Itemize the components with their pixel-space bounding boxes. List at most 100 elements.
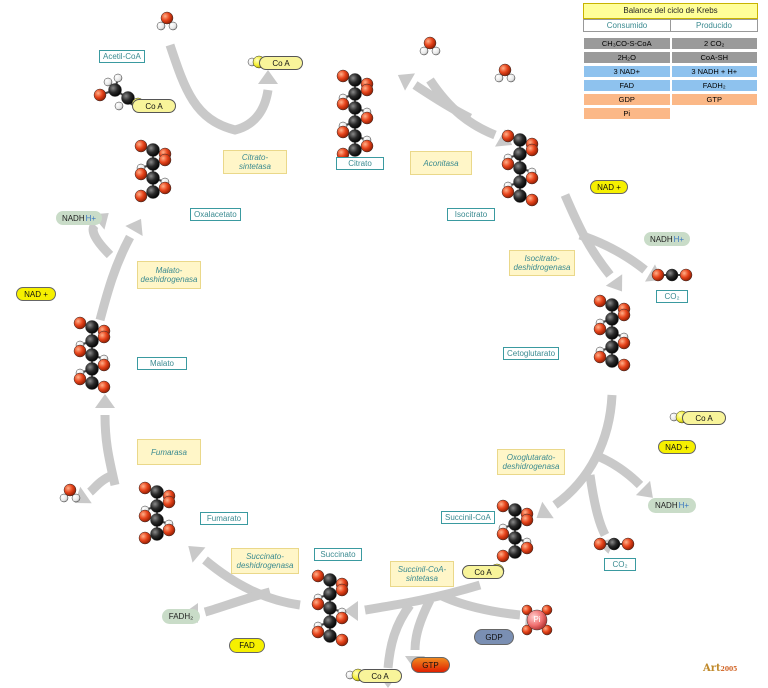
reaction-arrows	[87, 43, 648, 669]
carbon-atom	[605, 312, 619, 326]
oxygen-atom	[73, 344, 87, 358]
oxygen-atom	[496, 499, 510, 513]
hydrogen-atom	[113, 73, 123, 83]
arrow-nadh-oxal-out	[88, 221, 114, 259]
oxygen-atom	[97, 358, 111, 372]
fad-pill: FAD	[229, 638, 265, 653]
h-plus-text: H+	[678, 501, 690, 510]
oxygen-atom	[134, 189, 148, 203]
enzyme-line-1: Succinato-	[246, 552, 284, 561]
carbon-atom	[607, 537, 621, 551]
gtp-pill: GTP	[411, 657, 450, 673]
enzyme-line-2: deshidrogenasa	[140, 275, 198, 284]
enzyme-line-1: Isocitrato-	[524, 254, 560, 263]
arrow-succinato-to-fumarato	[202, 556, 301, 610]
arrow-gtp-out	[410, 597, 435, 651]
carbon-atom	[85, 320, 99, 334]
carbon-atom	[513, 133, 527, 147]
coa-pill-succinil: Co A	[462, 565, 504, 579]
label-fumarato: Fumarato	[200, 512, 248, 525]
nad-plus-oxoglutarato: NAD +	[658, 440, 696, 454]
balance-produced-cell: FADH₂	[670, 79, 758, 92]
enzyme-line-1: Oxoglutarato-	[506, 453, 556, 462]
arrow-nadh-out	[593, 450, 644, 489]
enzyme-fumarasa: Fumarasa	[137, 439, 201, 465]
carbon-atom	[85, 362, 99, 376]
arrow-succinato-to-fumarato-head	[188, 546, 206, 563]
arrow-pi-out	[437, 590, 521, 620]
enzyme-succinil-coa-sintetasa: Succinil-CoA- sintetasa	[390, 561, 454, 587]
oxygen-atom	[335, 583, 349, 597]
oxygen-atom	[162, 495, 176, 509]
carbon-atom	[323, 601, 337, 615]
carbon-atom	[348, 87, 362, 101]
oxygen-atom	[593, 537, 607, 551]
label-isocitrato: Isocitrato	[447, 208, 495, 221]
oxygen-atom	[525, 193, 539, 207]
nad-plus-isocitrato: NAD +	[590, 180, 628, 194]
nadh-text: NADH	[654, 501, 678, 510]
enzyme-line-1: Malato-	[155, 266, 183, 275]
oxygen-atom	[336, 125, 350, 139]
arrow-malato-to-oxalacetato-head	[125, 218, 143, 236]
oxygen-atom	[73, 372, 87, 386]
hydrogen-atom	[156, 21, 166, 31]
oxygen-atom	[525, 171, 539, 185]
hydrogen-atom	[431, 46, 441, 56]
label-succinato: Succinato	[314, 548, 362, 561]
balance-consumed-cell: FAD	[583, 79, 671, 92]
arrow-fumarato-to-malato-head	[95, 394, 115, 408]
carbon-atom	[323, 573, 337, 587]
balance-produced-cell: 2 CO₂	[670, 37, 758, 50]
carbon-atom	[508, 517, 522, 531]
label-cetoglutarato: Cetoglutarato	[503, 347, 560, 360]
oxygen-atom	[311, 569, 325, 583]
carbon-atom	[150, 499, 164, 513]
arrow-isocitrato-head	[605, 274, 623, 292]
enzyme-line-2: deshidrogenasa	[513, 263, 571, 272]
hydrogen-atom	[419, 46, 429, 56]
nadh-text: NADH	[61, 213, 85, 223]
oxygen-atom	[501, 185, 515, 199]
carbon-atom	[348, 129, 362, 143]
carbon-atom	[146, 143, 160, 157]
hydrogen-atom	[494, 73, 504, 83]
arrow-water-in	[87, 470, 115, 496]
balance-header: Consumido Producido	[583, 19, 758, 32]
enzyme-line-2: sintetasa	[238, 162, 272, 171]
balance-produced-cell: 3 NADH + H+	[670, 65, 758, 78]
carbon-atom	[348, 143, 362, 157]
carbon-atom	[605, 340, 619, 354]
arrow-citrate-synthase-head	[258, 70, 278, 84]
carbon-atom	[323, 615, 337, 629]
balance-consumed-cell: GDP	[583, 93, 671, 106]
enzyme-malato-deshidrogenasa: Malato- deshidrogenasa	[137, 261, 201, 289]
pi-label: Pi	[533, 615, 541, 624]
oxygen-atom	[541, 624, 553, 636]
oxygen-atom	[311, 625, 325, 639]
balance-row: Pi	[583, 107, 758, 120]
oxygen-atom	[360, 83, 374, 97]
arrow-aconitase-back	[412, 81, 473, 123]
balance-consumed-cell: CH₃CO-S-CoA	[583, 37, 671, 50]
oxygen-atom	[423, 36, 437, 50]
oxygen-atom	[498, 63, 512, 77]
oxygen-atom	[525, 143, 539, 157]
oxygen-atom	[593, 350, 607, 364]
oxygen-atom	[617, 308, 631, 322]
enzyme-oxoglutarato-deshidrogenasa: Oxoglutarato- deshidrogenasa	[497, 449, 565, 475]
oxygen-atom	[336, 97, 350, 111]
balance-produced-cell: CoA-SH	[670, 51, 758, 64]
arrow-fadh2-out	[203, 587, 272, 617]
logo-year: 2005	[720, 666, 738, 673]
enzyme-aconitasa: Aconitasa	[410, 151, 472, 175]
balance-title: Balance del ciclo de Krebs	[583, 3, 758, 19]
carbon-atom	[513, 189, 527, 203]
molecules	[59, 11, 693, 682]
arrow-aconitase-in	[426, 77, 497, 140]
